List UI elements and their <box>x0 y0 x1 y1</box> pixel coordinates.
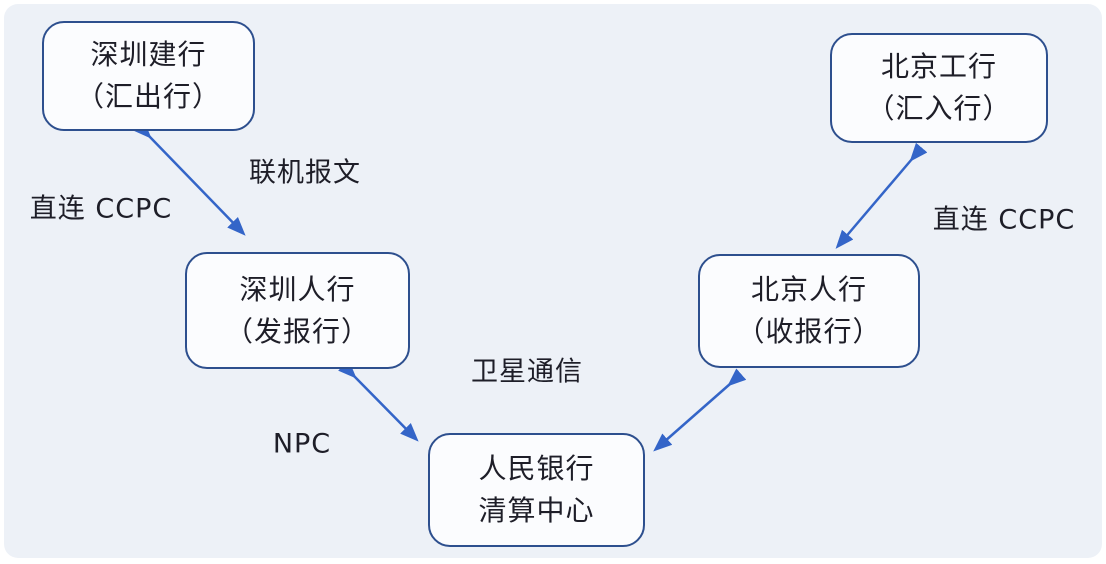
edge-label-direct-ccpc-right: 直连 CCPC <box>932 204 1076 236</box>
node-shenzhen-ccb: 深圳建行 （汇出行） <box>42 21 255 131</box>
node-shenzhen-ccb-role: （汇出行） <box>75 80 221 113</box>
edge-label-direct-ccpc-left: 直连 CCPC <box>29 193 173 225</box>
node-shenzhen-pbc: 深圳人行 （发报行） <box>185 252 410 369</box>
node-beijing-icbc-role: （汇入行） <box>866 92 1012 125</box>
node-shenzhen-pbc-title: 深圳人行 <box>239 272 356 306</box>
node-beijing-pbc-title: 北京人行 <box>750 273 867 306</box>
node-shenzhen-pbc-role: （发报行） <box>224 314 370 348</box>
node-pbc-clearing-title: 人民银行 <box>478 452 595 485</box>
edge-label-satellite-comm: 卫星通信 <box>471 356 583 388</box>
node-beijing-icbc-title: 北京工行 <box>880 50 997 83</box>
node-shenzhen-ccb-title: 深圳建行 <box>90 38 207 71</box>
node-pbc-clearing-sub: 清算中心 <box>478 494 595 527</box>
node-beijing-pbc-role: （收报行） <box>736 315 882 348</box>
node-beijing-pbc: 北京人行 （收报行） <box>698 254 920 368</box>
edge-label-npc: NPC <box>272 428 332 460</box>
node-pbc-clearing-center: 人民银行 清算中心 <box>428 433 645 547</box>
node-beijing-icbc: 北京工行 （汇入行） <box>830 33 1048 143</box>
edge-label-online-message: 联机报文 <box>249 157 361 189</box>
